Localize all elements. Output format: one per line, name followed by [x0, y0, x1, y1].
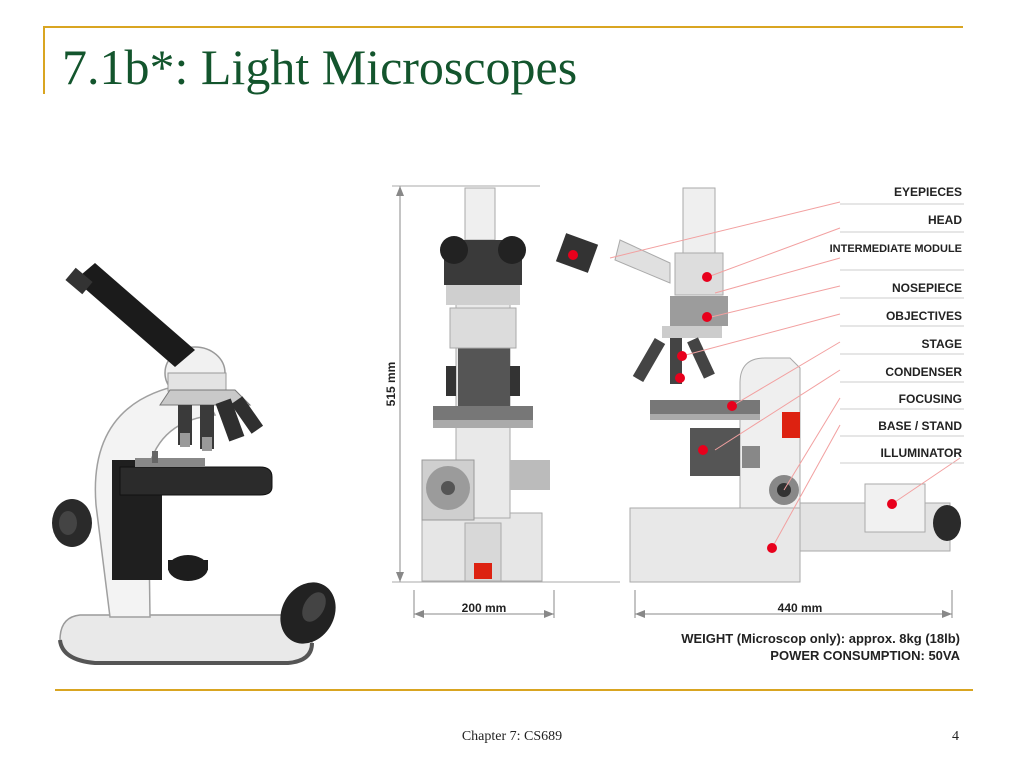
label-head: HEAD	[928, 213, 962, 227]
label-illuminator: ILLUMINATOR	[880, 446, 962, 460]
label-condenser: CONDENSER	[885, 365, 962, 379]
spec-weight: WEIGHT (Microscop only): approx. 8kg (18…	[681, 631, 960, 646]
label-nosepiece: NOSEPIECE	[892, 281, 962, 295]
title-accent-vertical	[43, 26, 45, 94]
part-labels: EYEPIECES HEAD INTERMEDIATE MODULE NOSEP…	[609, 185, 964, 549]
label-stage: STAGE	[922, 337, 962, 351]
title-accent-horizontal	[43, 26, 963, 28]
label-intermediate-module: INTERMEDIATE MODULE	[830, 243, 962, 255]
label-eyepieces: EYEPIECES	[894, 185, 962, 199]
label-base-stand: BASE / STAND	[878, 419, 962, 433]
part-markers	[568, 250, 897, 553]
slide-title: 7.1b*: Light Microscopes	[62, 39, 578, 95]
dim-side-width-label: 440 mm	[778, 601, 823, 615]
label-objectives: OBJECTIVES	[886, 309, 962, 323]
label-focusing: FOCUSING	[899, 392, 962, 406]
page-number: 4	[952, 729, 959, 744]
dim-front-width-label: 200 mm	[462, 601, 507, 615]
dim-height-label: 515 mm	[384, 362, 398, 407]
footer-rule	[55, 689, 973, 691]
spec-power: POWER CONSUMPTION: 50VA	[770, 648, 960, 663]
footer-chapter: Chapter 7: CS689	[461, 729, 563, 744]
research-microscope-diagram: 515 mm 200 mm 440 mm	[384, 185, 964, 663]
student-microscope-image	[52, 263, 336, 665]
